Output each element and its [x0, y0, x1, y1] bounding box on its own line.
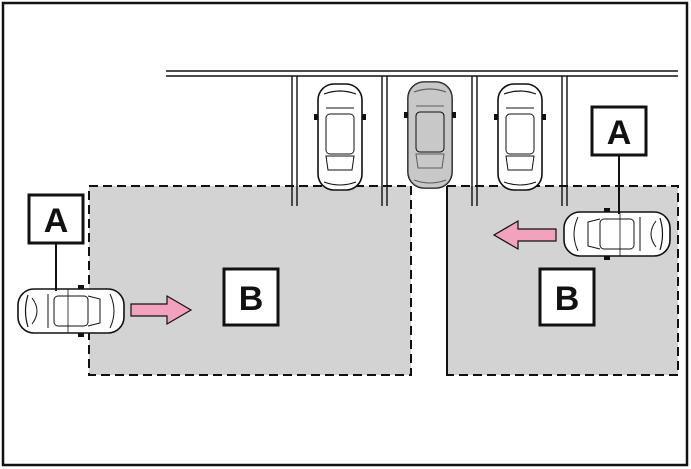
zone-marker-left-text: B	[239, 280, 264, 318]
zone-marker-right-text: B	[555, 280, 580, 318]
approaching-car-right	[563, 207, 671, 261]
parked-car-3	[493, 83, 547, 191]
vehicle-marker-left: A	[27, 193, 85, 291]
arrow-icon-left	[492, 219, 557, 251]
vehicle-marker-right: A	[590, 105, 648, 214]
vehicle-marker-right-text: A	[607, 114, 632, 152]
parked-car-own	[403, 81, 457, 189]
parking-lot-lines	[166, 70, 678, 206]
zone-marker-left: B	[222, 267, 280, 327]
approaching-car-left	[17, 284, 125, 338]
zone-marker-right: B	[538, 267, 596, 327]
vehicle-marker-left-text: A	[44, 202, 69, 240]
parked-car-1	[313, 83, 367, 191]
arrow-icon-right	[130, 294, 193, 326]
